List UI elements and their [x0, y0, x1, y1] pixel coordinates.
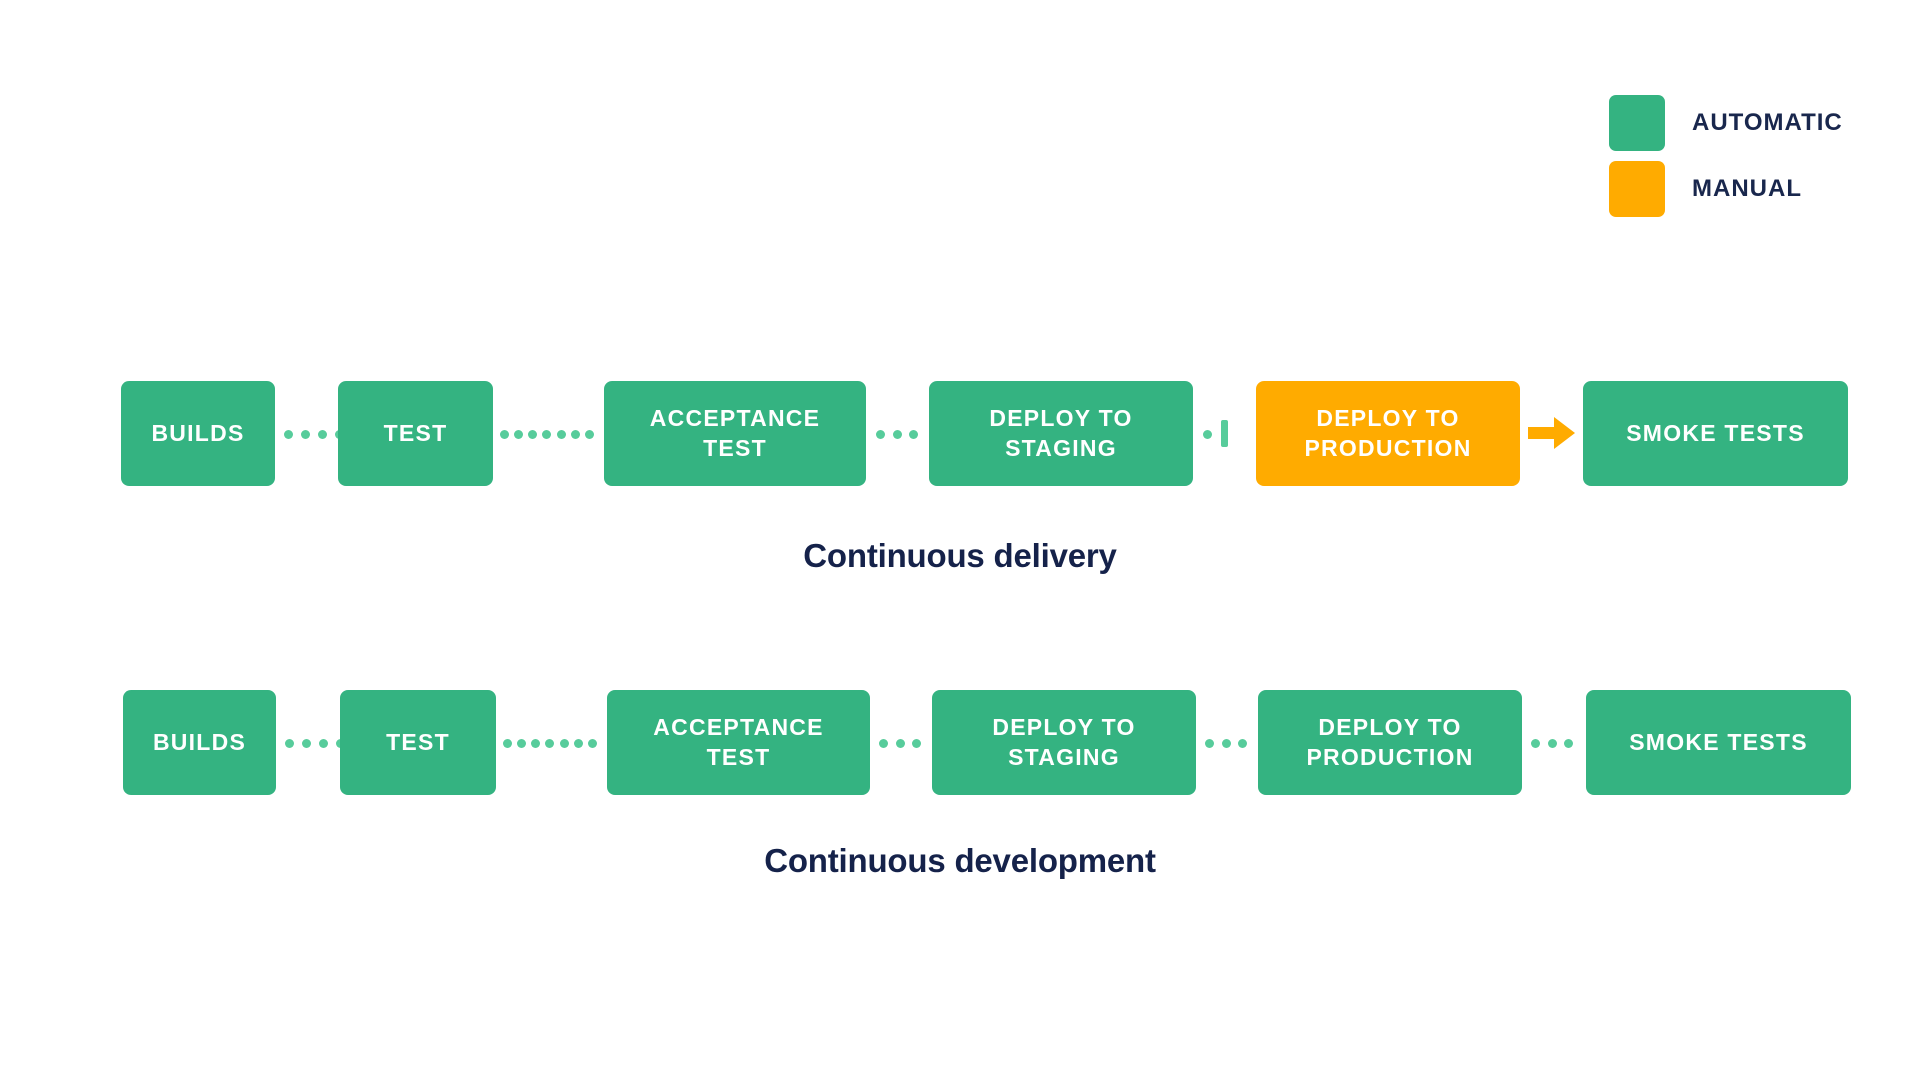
stage-label: SMOKE TESTS [1626, 419, 1805, 446]
connector-dotted-1 [285, 738, 345, 748]
connector-dot [912, 738, 921, 748]
stage-test[interactable]: TEST [340, 690, 496, 795]
connector-dot [559, 738, 569, 748]
legend-swatch-manual [1609, 161, 1665, 217]
connector-dot [500, 429, 509, 439]
stage-label: BUILDS [151, 419, 245, 446]
connector-dot [570, 429, 580, 439]
pipeline-row-continuous-delivery: BUILDS TEST ACCEPTANCE TE [0, 381, 1920, 491]
connector-dot [879, 738, 888, 748]
stage-track: BUILDS TEST ACCEPTANCE TE [0, 381, 1920, 491]
stage-deploy-to-staging[interactable]: DEPLOY TO STAGING [932, 690, 1196, 795]
stage-deploy-to-production[interactable]: DEPLOY TO PRODUCTION [1256, 381, 1520, 486]
connector-dotted-3 [876, 429, 918, 439]
stage-label: ACCEPTANCE TEST [649, 405, 821, 461]
legend-item-automatic: AUTOMATIC [1609, 90, 1843, 156]
legend-label-manual: MANUAL [1692, 175, 1802, 202]
connector-dot [545, 738, 555, 748]
connector-dot [319, 738, 328, 748]
connector-dotted-3 [879, 738, 921, 748]
connector-dot [517, 738, 527, 748]
connector-dotted-4 [1205, 738, 1247, 748]
connector-dot [573, 738, 583, 748]
connector-dot [892, 429, 902, 439]
stage-acceptance-test[interactable]: ACCEPTANCE TEST [607, 690, 870, 795]
manual-trigger-arrow-icon [1528, 416, 1576, 450]
connector-dot [285, 738, 294, 748]
connector-dot [302, 738, 311, 748]
stage-label: TEST [383, 419, 448, 446]
connector-dotted-5 [1531, 738, 1573, 748]
connector-dot [284, 429, 293, 439]
stage-label: DEPLOY TO STAGING [992, 714, 1136, 770]
connector-dot [1564, 738, 1573, 748]
pipeline-row-continuous-development: BUILDS TEST ACCEPTANCE TE [0, 690, 1920, 800]
connector-dot [556, 429, 566, 439]
stage-builds[interactable]: BUILDS [123, 690, 276, 795]
connector-dot [542, 429, 552, 439]
connector-dot [503, 738, 512, 748]
connector-dot [584, 429, 594, 439]
connector-dot [1547, 738, 1557, 748]
connector-dotted-1 [284, 429, 344, 439]
stage-smoke-tests[interactable]: SMOKE TESTS [1586, 690, 1851, 795]
legend-label-automatic: AUTOMATIC [1692, 109, 1843, 136]
connector-dot [514, 429, 524, 439]
connector-dot [531, 738, 541, 748]
legend-swatch-automatic [1609, 95, 1665, 151]
stage-deploy-to-staging[interactable]: DEPLOY TO STAGING [929, 381, 1193, 486]
connector-dot [1238, 738, 1247, 748]
legend-item-manual: MANUAL [1609, 156, 1843, 222]
stage-label: DEPLOY TO PRODUCTION [1306, 714, 1474, 770]
stage-label: TEST [386, 728, 450, 755]
connector-dot [1205, 738, 1214, 748]
stage-track: BUILDS TEST ACCEPTANCE TE [0, 690, 1920, 800]
connector-dot [909, 429, 918, 439]
connector-dotted-2 [503, 738, 597, 748]
stage-label: SMOKE TESTS [1629, 728, 1808, 755]
stage-label: DEPLOY TO STAGING [989, 405, 1133, 461]
connector-dotted-clipped [1203, 429, 1212, 439]
connector-dot [528, 429, 538, 439]
caption-continuous-delivery: Continuous delivery [803, 537, 1117, 574]
stage-smoke-tests[interactable]: SMOKE TESTS [1583, 381, 1848, 486]
connector-dot [587, 738, 597, 748]
stage-test[interactable]: TEST [338, 381, 493, 486]
stage-label: ACCEPTANCE TEST [653, 714, 824, 770]
connector-dot [301, 429, 310, 439]
connector-dot [1221, 738, 1231, 748]
connector-dotted-2 [500, 429, 594, 439]
stage-label: DEPLOY TO PRODUCTION [1304, 405, 1472, 461]
stage-deploy-to-production[interactable]: DEPLOY TO PRODUCTION [1258, 690, 1522, 795]
connector-dot [1531, 738, 1540, 748]
caption-continuous-development: Continuous development [764, 842, 1156, 879]
connector-dot [318, 429, 327, 439]
connector-bar-clipped [1221, 420, 1228, 447]
stage-label: BUILDS [152, 728, 247, 755]
stage-builds[interactable]: BUILDS [121, 381, 275, 486]
connector-dot [895, 738, 905, 748]
legend: AUTOMATIC MANUAL [1609, 90, 1843, 222]
connector-dot [876, 429, 885, 439]
stage-acceptance-test[interactable]: ACCEPTANCE TEST [604, 381, 866, 486]
connector-dot [1203, 429, 1212, 439]
